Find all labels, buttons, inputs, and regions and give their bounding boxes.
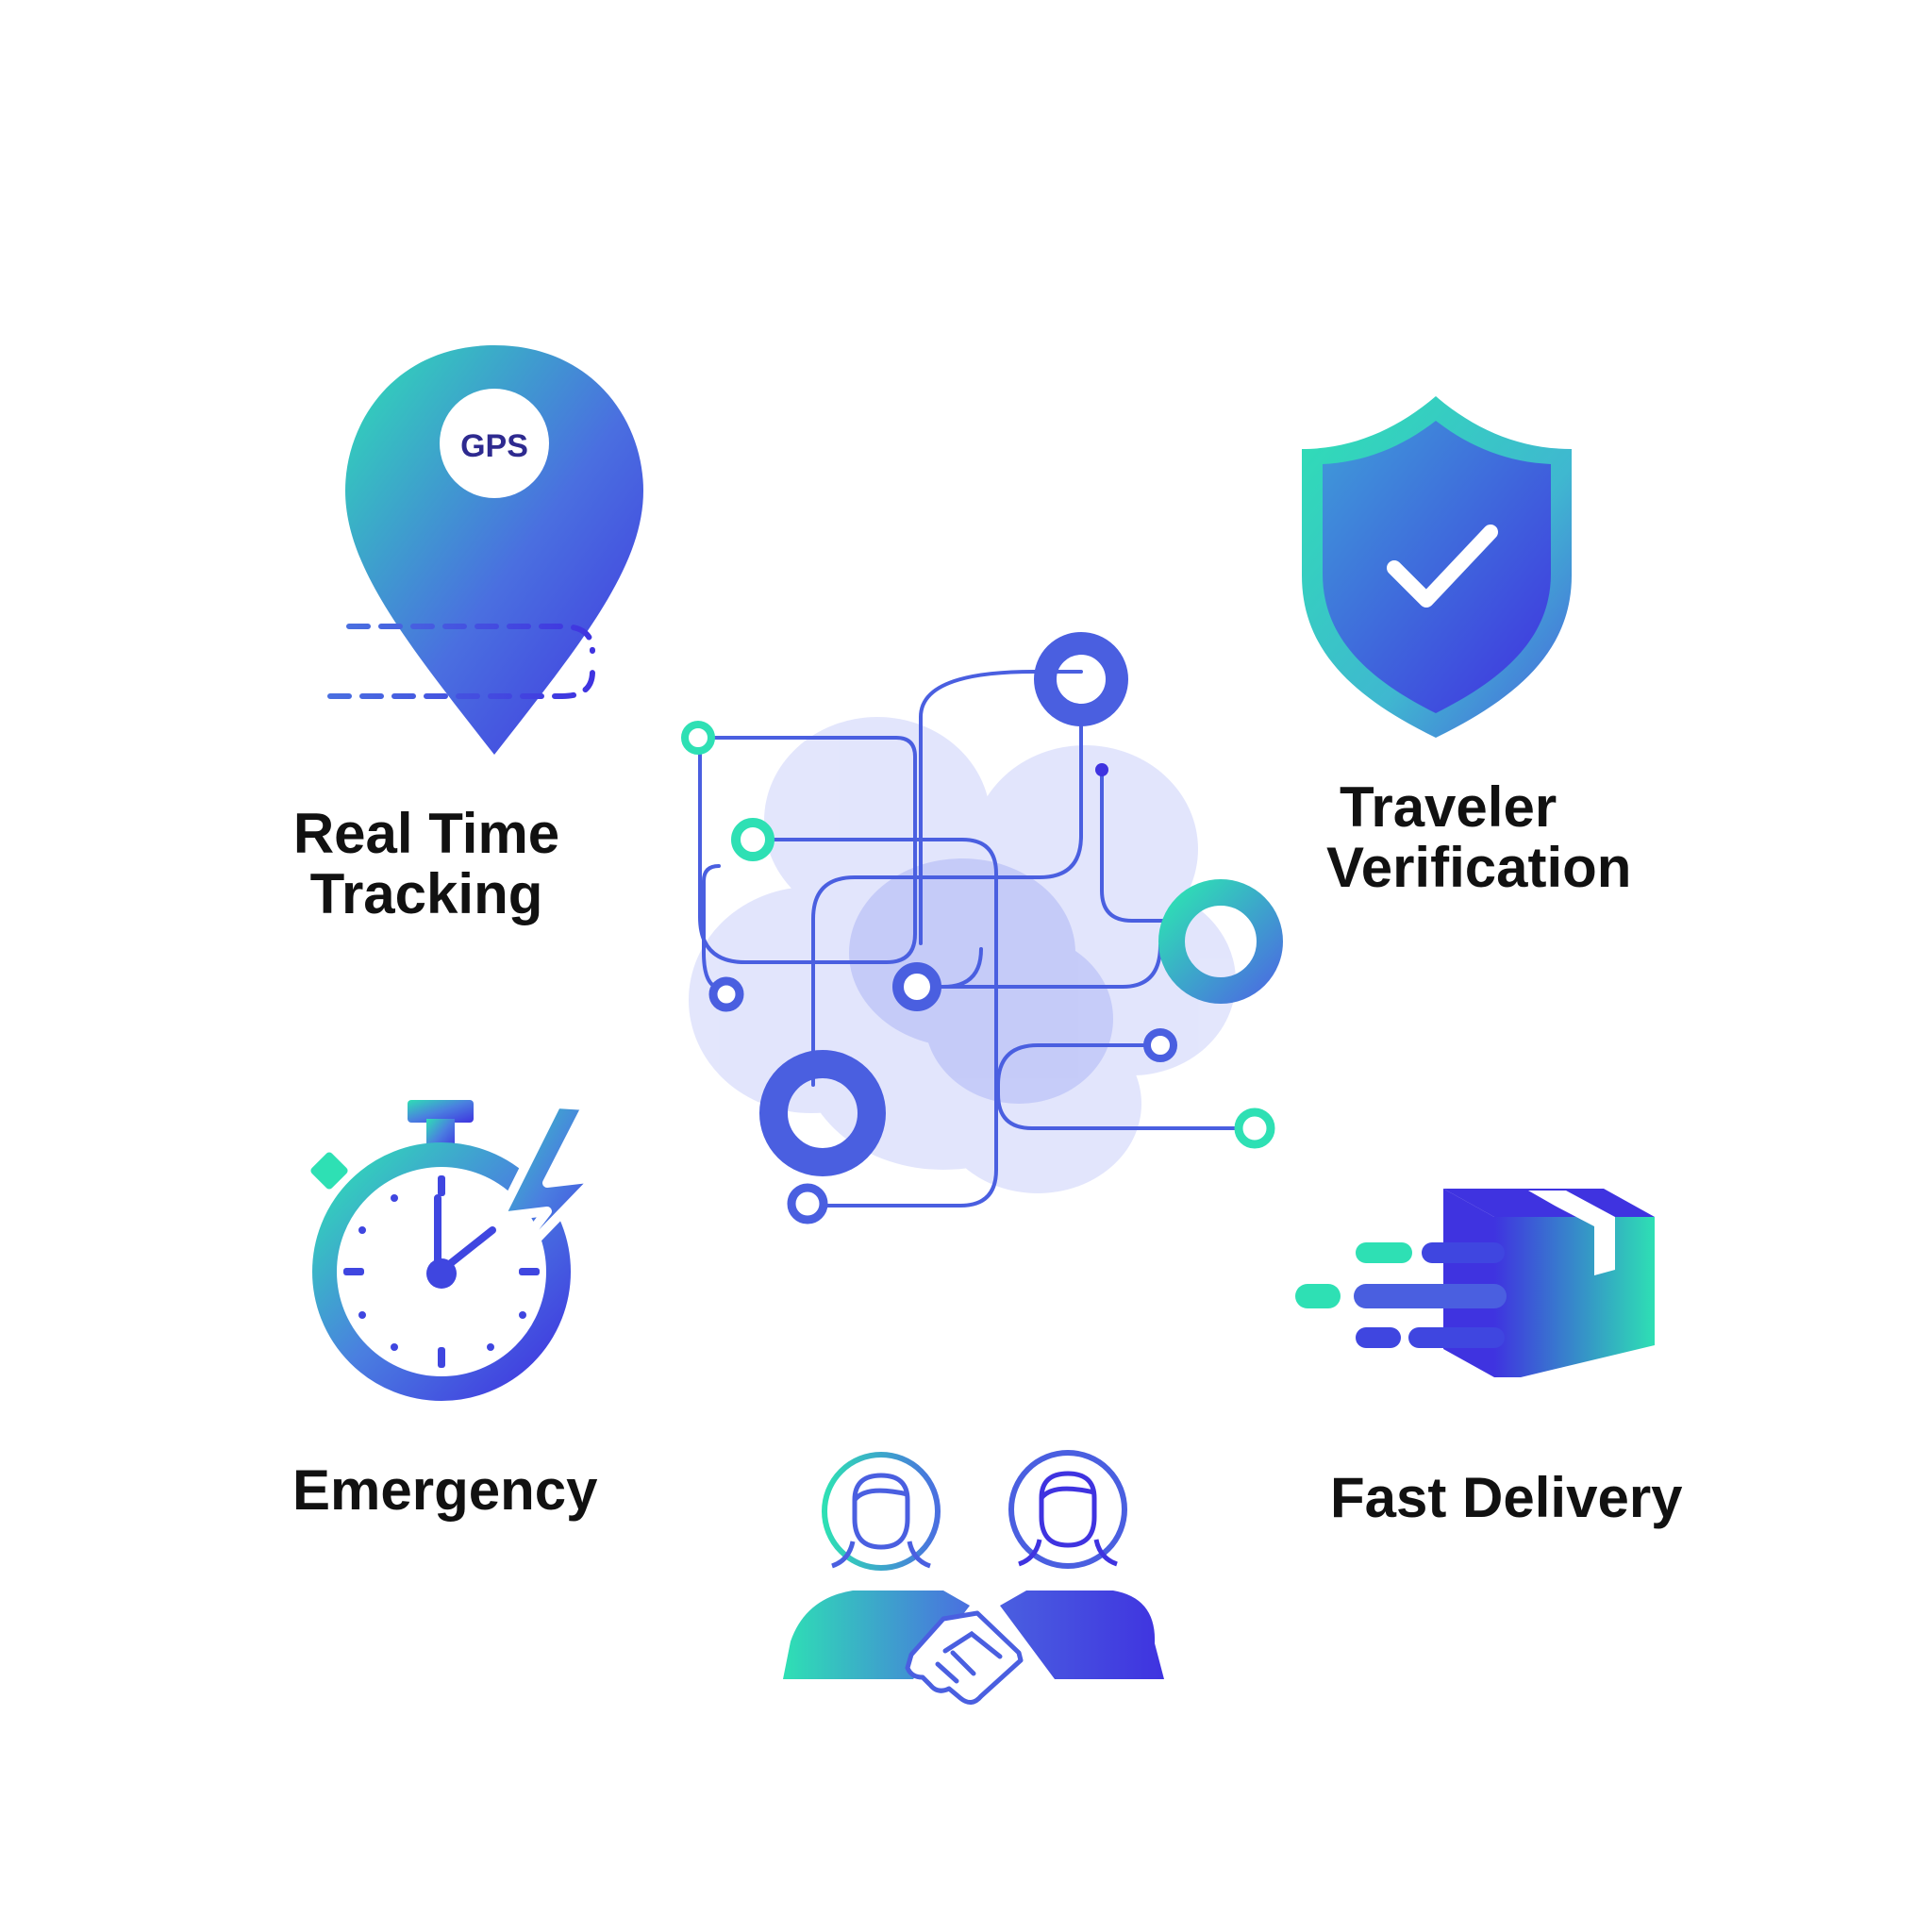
feature-label-line: Traveler xyxy=(1340,775,1557,839)
lightning-bolt xyxy=(480,1099,601,1297)
pin-hole xyxy=(440,389,549,498)
moving-box-icon xyxy=(1295,1189,1655,1377)
stopwatch-lightning-icon xyxy=(310,1099,601,1401)
circuit-network-icon xyxy=(681,632,1283,1224)
feature-label-line: Real Time xyxy=(292,802,560,865)
feature-label-line: Verification xyxy=(1326,836,1632,899)
handshake-hands xyxy=(905,1610,1024,1705)
network-nodes xyxy=(681,632,1283,1224)
dashed-track-icon xyxy=(239,624,595,699)
dial-ticks xyxy=(343,1175,540,1368)
shield-check-icon xyxy=(1302,396,1572,738)
gps-text: GPS xyxy=(460,428,528,464)
feature-label-line: Tracking xyxy=(309,862,543,925)
pin-body xyxy=(345,345,643,755)
map-pin-icon: GPS xyxy=(345,345,643,755)
feature-label-fast-delivery: Fast Delivery xyxy=(1330,1466,1683,1529)
speed-lines xyxy=(1295,1242,1507,1348)
handshake-people-icon xyxy=(783,1450,1164,1705)
feature-label-traveler-verification: Traveler Verification xyxy=(1326,775,1660,898)
shield-inner xyxy=(1323,421,1551,713)
check-mark xyxy=(1387,525,1498,608)
feature-label-real-time-tracking: Real Time Tracking xyxy=(283,804,570,924)
feature-label-emergency: Emergency xyxy=(292,1458,598,1522)
